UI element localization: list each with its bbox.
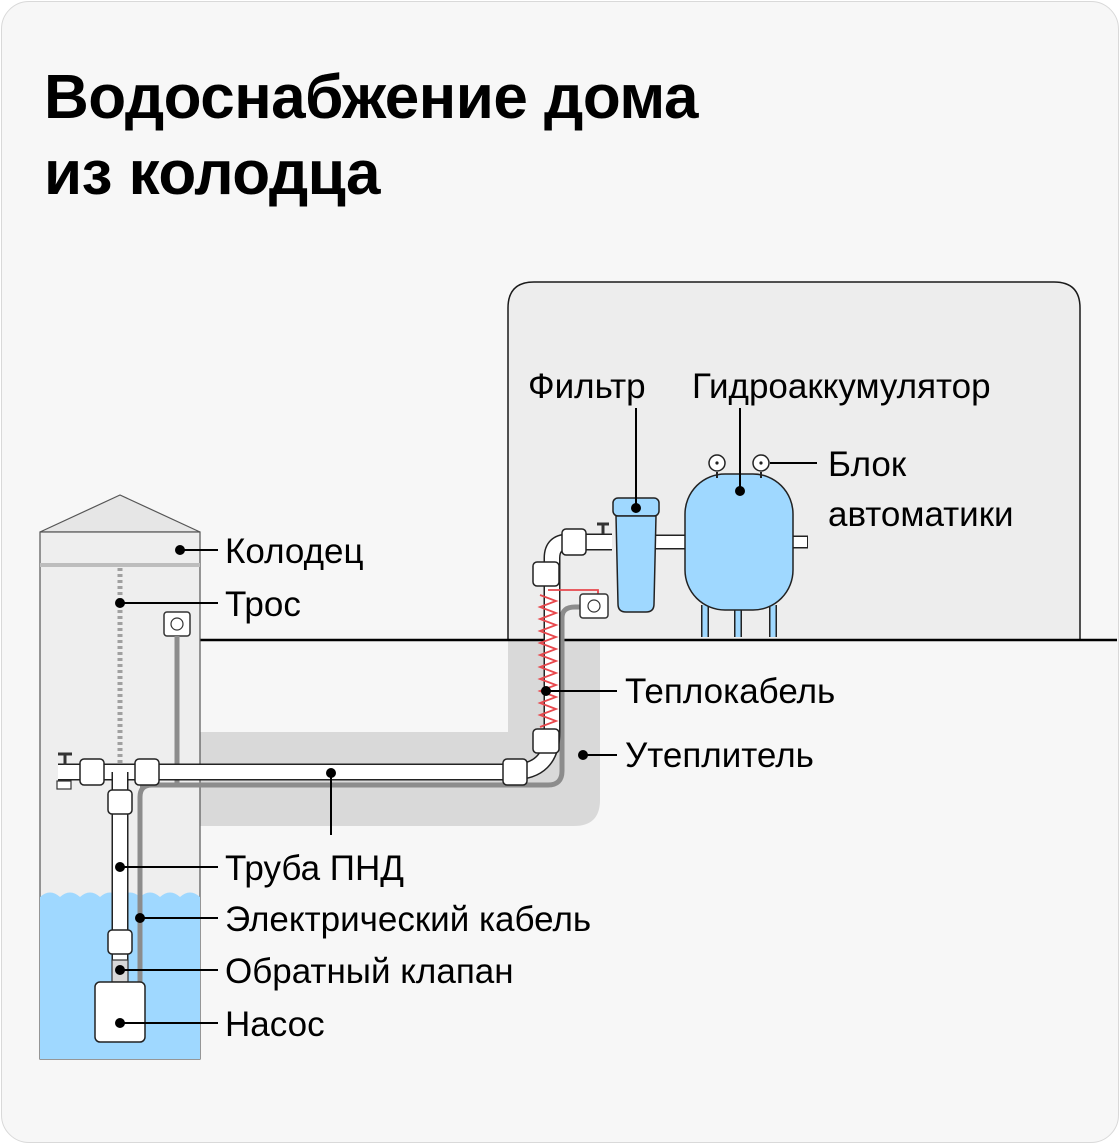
label-filter: Фильтр — [528, 367, 646, 406]
callout-leaders — [115, 408, 817, 1028]
label-control-line2: автоматики — [828, 495, 1014, 534]
page-title: Водоснабжение дома из колодца — [44, 60, 698, 212]
label-control-line1: Блок — [828, 445, 907, 484]
label-insulation: Утеплитель — [625, 736, 814, 775]
label-heat-cable: Теплокабель — [625, 672, 835, 711]
house-valve-handle — [597, 522, 609, 534]
house-socket-face — [587, 599, 601, 613]
well-roof — [39, 494, 201, 533]
pressure-gauges — [708, 454, 770, 478]
accumulator — [684, 473, 794, 637]
label-pipe: Труба ПНД — [225, 849, 404, 888]
label-check-valve: Обратный клапан — [225, 952, 514, 991]
title-line-1: Водоснабжение дома — [44, 63, 698, 132]
label-well: Колодец — [225, 532, 364, 571]
label-pump: Насос — [225, 1005, 325, 1044]
well-socket-face — [170, 617, 184, 631]
well-socket — [163, 611, 191, 637]
filter — [612, 497, 660, 613]
house-interior — [507, 281, 1081, 641]
pipe-fittings — [79, 528, 587, 955]
well-tap — [56, 780, 72, 790]
well-valve-handle — [58, 752, 72, 765]
label-rope: Трос — [225, 585, 301, 624]
pump — [94, 981, 146, 1043]
house-socket — [579, 593, 609, 619]
label-electric-cable: Электрический кабель — [225, 900, 591, 939]
title-line-2: из колодца — [44, 139, 381, 208]
label-accumulator: Гидроаккумулятор — [692, 367, 991, 406]
